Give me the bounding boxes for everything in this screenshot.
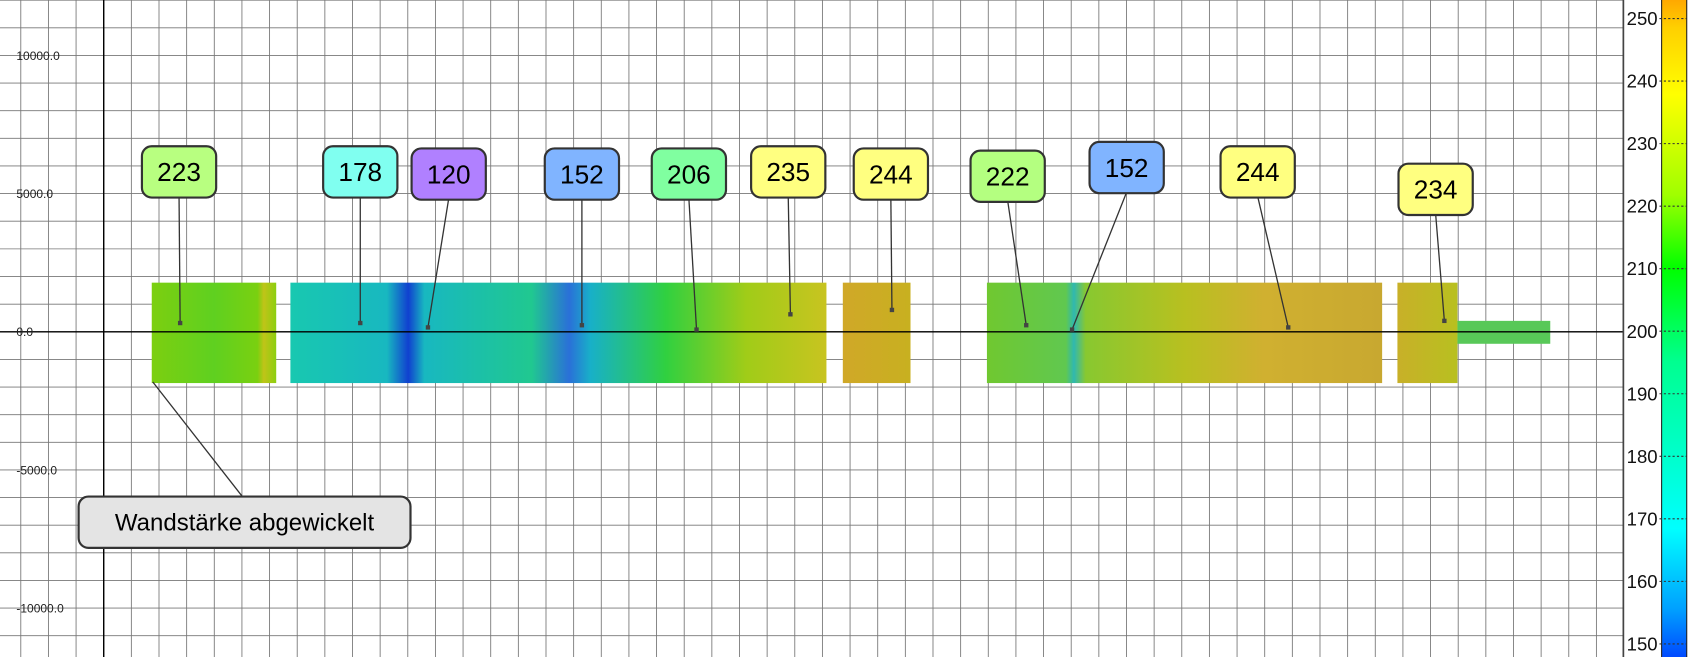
colorbar-gradient	[1661, 0, 1688, 657]
colorbar-tick-label: 170	[1627, 508, 1658, 529]
callout-box	[410, 147, 487, 201]
callout-anchor	[579, 323, 585, 328]
callout-leader	[1007, 200, 1027, 326]
colorbar-tick-label: 250	[1627, 8, 1658, 29]
callout: 206	[650, 147, 728, 332]
strip-segment	[290, 282, 827, 384]
callout-box	[140, 145, 218, 199]
callout-value: 234	[1414, 175, 1458, 205]
callout: 178	[322, 145, 399, 326]
colorbar-tick-label: 150	[1627, 633, 1658, 654]
colorbar-tick-label: 220	[1627, 196, 1658, 217]
callout-anchor	[1286, 325, 1291, 330]
callout-value: 222	[986, 162, 1030, 192]
callout-anchor	[1024, 323, 1029, 328]
callout: 152	[1069, 140, 1165, 332]
callout-box	[650, 147, 728, 201]
callout-box	[969, 149, 1046, 203]
callout: 152	[543, 147, 621, 328]
chart-title: Wandstärke abgewickelt	[115, 509, 375, 536]
colorbar-tick-label: 210	[1627, 258, 1658, 279]
strip-segment	[842, 282, 911, 384]
colorbar: 250 240 230 220 210 200 190 180 170 160 150	[1622, 0, 1690, 657]
y-tick-label: 5000.0	[16, 187, 53, 201]
callout-leader	[1434, 213, 1446, 321]
strip-segment	[986, 282, 1383, 384]
callout-box	[1219, 145, 1296, 199]
callout: 235	[750, 145, 827, 317]
callout-anchor	[177, 320, 183, 326]
callout-leader	[427, 198, 450, 328]
colorbar-tick-label: 240	[1627, 71, 1658, 92]
callout-anchor	[425, 325, 431, 330]
callout-value: 244	[869, 159, 913, 189]
callout-box	[77, 495, 412, 549]
callout-value: 178	[338, 157, 382, 187]
y-tick-label: -5000.0	[16, 463, 57, 477]
callout-leader	[890, 198, 893, 310]
colorbar-tick-label: 180	[1627, 446, 1658, 467]
callout-value: 120	[427, 159, 471, 189]
callouts: 223 178 120 152 206 235 244 222 152 244 234Wandstä…	[77, 140, 1474, 549]
callout-box	[1088, 140, 1165, 195]
callout-anchor	[788, 312, 793, 317]
callout: 222	[969, 149, 1046, 328]
callout-leader	[178, 196, 181, 324]
callout-leader	[1071, 191, 1128, 330]
callout-anchor	[1069, 327, 1075, 332]
colorbar-tick-label: 230	[1627, 133, 1658, 154]
callout-box	[543, 147, 621, 201]
callout: 223	[140, 145, 218, 326]
callout-value: 152	[1105, 153, 1149, 183]
callout-value: 235	[766, 157, 810, 187]
strip-segment	[151, 282, 277, 384]
callout: 234	[1397, 162, 1474, 324]
callout-anchor	[694, 327, 699, 332]
y-tick-label: 0.0	[16, 325, 33, 339]
callout-leader	[152, 381, 243, 497]
strip-segment	[1397, 282, 1458, 384]
colorbar-tick-label: 160	[1627, 571, 1658, 592]
data-strips	[151, 282, 1551, 384]
colorbar-tick-label: 200	[1627, 321, 1658, 342]
callout-anchor	[1442, 318, 1447, 324]
callout: 120	[410, 147, 487, 330]
callout-leader	[688, 198, 698, 330]
callout-anchor	[358, 320, 363, 326]
y-tick-label: -10000.0	[16, 601, 64, 615]
callout-box	[1397, 162, 1474, 217]
y-tick-label: 10000.0	[16, 49, 60, 63]
callout-value: 206	[667, 159, 711, 189]
callout-value: 152	[560, 159, 604, 189]
callout-value: 223	[157, 157, 201, 187]
callout: 244	[1219, 145, 1296, 330]
callout-value: 244	[1236, 157, 1280, 187]
callout-box	[750, 145, 827, 199]
callout-leader	[787, 196, 792, 315]
callout-box	[852, 147, 930, 201]
title-callout: Wandstärke abgewickelt	[77, 381, 412, 549]
callout-anchor	[889, 307, 895, 313]
callout-box	[322, 145, 399, 199]
colorbar-tick-label: 190	[1627, 383, 1658, 404]
callout: 244	[852, 147, 930, 313]
callout-leader	[1257, 196, 1289, 328]
